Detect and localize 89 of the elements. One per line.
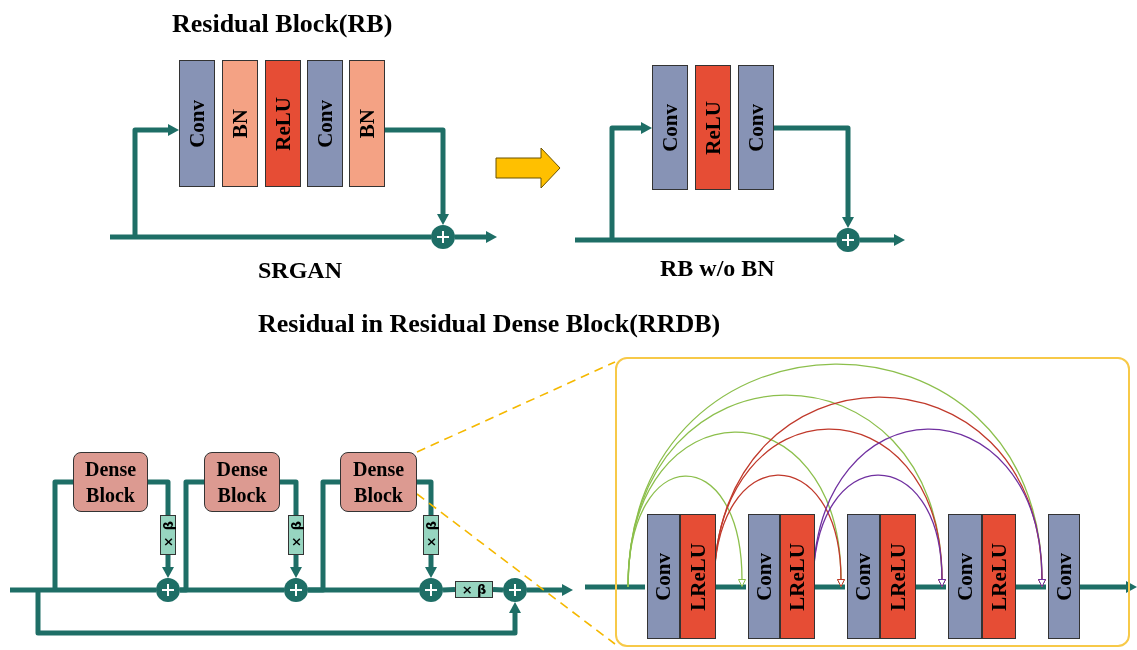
heading: Residual Block(RB): [172, 8, 393, 40]
arrow: [527, 584, 573, 596]
connector-line: [308, 479, 340, 593]
conv-layer-bar: [847, 514, 880, 639]
node-label: BN: [229, 108, 251, 139]
node-label: Dense Block: [83, 457, 138, 508]
node-label: ReLU: [702, 100, 724, 155]
node-label: Conv: [186, 99, 208, 148]
connector-line: [417, 479, 434, 515]
node-label: LReLU: [787, 542, 808, 611]
node-label: Dense Block: [351, 457, 406, 508]
node-label: × β: [161, 520, 175, 550]
batch-norm-bar: [222, 60, 258, 187]
node-label: × β: [461, 583, 487, 596]
activation-bar: [780, 514, 815, 639]
node-label: × β: [424, 520, 438, 550]
dashed-line: [416, 361, 616, 453]
arrow: [132, 124, 179, 237]
connector-line: [10, 587, 156, 593]
connector-line: [714, 584, 746, 590]
scale-box: [288, 515, 304, 555]
node-label: ReLU: [272, 96, 294, 151]
sum-node: [284, 578, 308, 602]
arrow: [35, 590, 521, 636]
arrow: [385, 127, 449, 225]
batch-norm-bar: [349, 60, 385, 187]
sum-node: [431, 225, 455, 249]
conv-layer-bar: [647, 514, 680, 639]
connector-line: [585, 584, 645, 590]
node-label: LReLU: [887, 542, 909, 611]
connector-line: [280, 479, 299, 515]
activation-bar: [982, 514, 1016, 639]
scale-box: [160, 515, 176, 555]
dense-block: [340, 452, 417, 512]
connector-line: [492, 587, 504, 593]
node-label: Conv: [745, 103, 767, 152]
activation-bar: [680, 514, 716, 639]
arrow: [860, 234, 905, 246]
connector-line: [1014, 584, 1046, 590]
scale-box: [455, 581, 493, 598]
arrow: [425, 555, 437, 578]
node-label: Conv: [753, 552, 775, 601]
connector-line: [52, 479, 73, 590]
node-label: Conv: [853, 552, 874, 601]
connector-line: [148, 479, 171, 515]
heading: SRGAN: [258, 256, 342, 285]
heading: RB w/o BN: [660, 254, 775, 283]
conv-layer-bar: [748, 514, 780, 639]
node-label: × β: [289, 520, 303, 550]
dashed-line: [416, 493, 616, 645]
arrow: [455, 231, 497, 243]
heading: Residual in Residual Dense Block(RRDB): [258, 308, 721, 340]
conv-layer-bar: [652, 65, 688, 190]
dense-block: [73, 452, 148, 512]
node-label: LReLU: [988, 542, 1010, 611]
node-label: Conv: [653, 552, 674, 601]
arrow: [774, 125, 854, 228]
sum-node: [836, 228, 860, 252]
sum-node: [419, 578, 443, 602]
node-label: Conv: [314, 99, 336, 148]
node-label: Conv: [954, 552, 976, 601]
arrow: [290, 555, 302, 578]
node-label: Conv: [1053, 552, 1075, 601]
node-label: LReLU: [687, 542, 709, 611]
sum-node: [503, 578, 527, 602]
arrow: [162, 555, 174, 578]
conv-layer-bar: [1048, 514, 1080, 639]
activation-bar: [695, 65, 731, 190]
connector-line: [110, 234, 431, 240]
zoom-frame: [615, 357, 1130, 647]
connector-line: [442, 587, 456, 593]
arrow: [609, 122, 652, 240]
conv-layer-bar: [948, 514, 982, 639]
dense-block: [204, 452, 280, 512]
node-label: BN: [356, 108, 378, 139]
connector-line: [914, 584, 946, 590]
node-label: Conv: [659, 103, 681, 152]
connector-line: [813, 584, 845, 590]
conv-layer-bar: [738, 65, 774, 190]
arrow: [1078, 581, 1137, 593]
connector-line: [575, 237, 836, 243]
conv-layer-bar: [307, 60, 343, 187]
connector-line: [180, 479, 204, 593]
conv-layer-bar: [179, 60, 215, 187]
node-label: Dense Block: [215, 457, 269, 508]
activation-bar: [880, 514, 916, 639]
scale-box: [423, 515, 439, 555]
activation-bar: [265, 60, 301, 187]
sum-node: [156, 578, 180, 602]
